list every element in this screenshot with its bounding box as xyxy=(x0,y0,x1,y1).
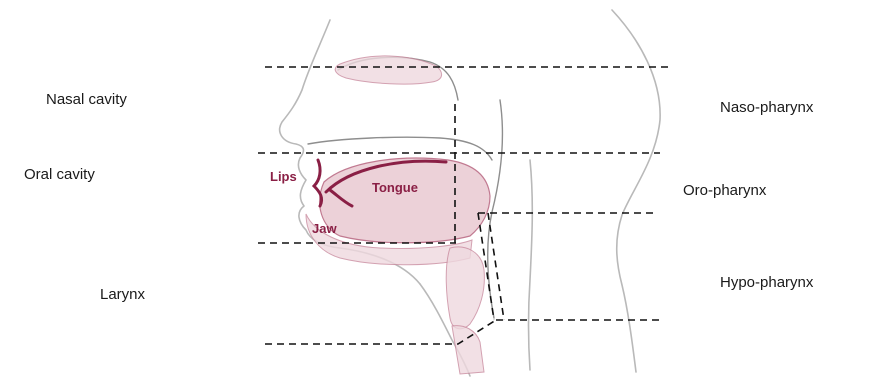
trachea-tissue xyxy=(452,326,484,374)
soft-tissue xyxy=(306,56,490,374)
hypo-pharynx-vertical-line-right xyxy=(488,213,504,320)
oral-cavity-label: Oral cavity xyxy=(24,166,95,183)
hypo-pharynx-label: Hypo-pharynx xyxy=(720,274,814,291)
lips-stroke xyxy=(314,160,322,206)
back-of-head-outline xyxy=(612,10,660,372)
lips-label: Lips xyxy=(270,169,297,184)
spine-outline xyxy=(529,160,533,370)
pharynx-wall-outline xyxy=(488,100,503,318)
oro-pharynx-label: Oro-pharynx xyxy=(683,182,767,199)
naso-pharynx-label: Naso-pharynx xyxy=(720,99,814,116)
larynx-label: Larynx xyxy=(100,286,146,303)
palate-outline xyxy=(308,137,492,160)
tongue-label: Tongue xyxy=(372,180,418,195)
nasal-cavity-tissue xyxy=(335,56,441,84)
larynx-tissue xyxy=(446,247,484,329)
nasal-cavity-label: Nasal cavity xyxy=(46,91,127,108)
jaw-label: Jaw xyxy=(312,221,337,236)
